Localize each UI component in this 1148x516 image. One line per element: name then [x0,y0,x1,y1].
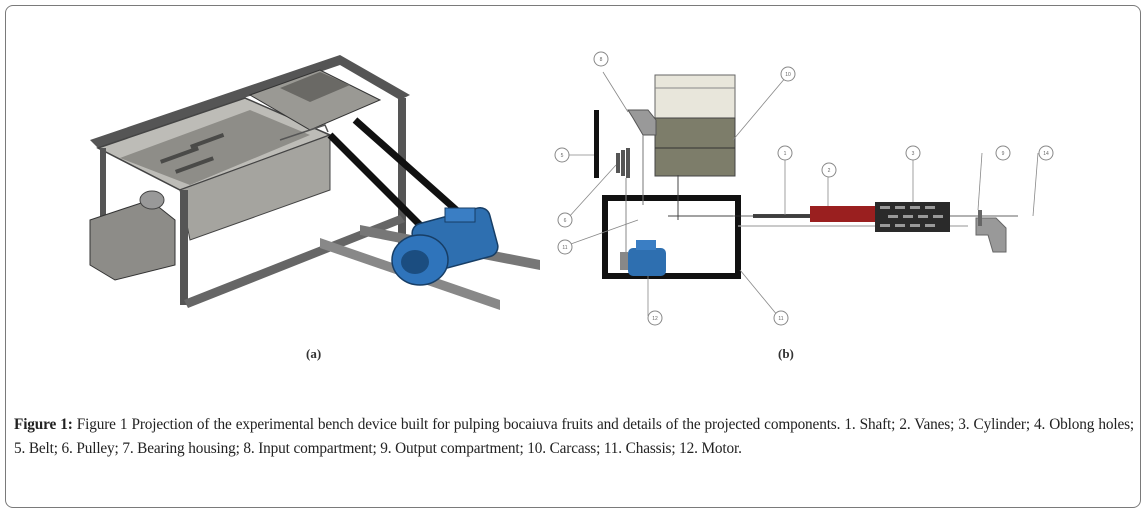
pulley [616,148,630,178]
callout-8: 8 [593,51,609,67]
svg-text:9: 9 [1002,151,1005,157]
svg-text:10: 10 [785,72,791,78]
callout-11b: 11 [773,310,789,326]
frame-top-rail [90,55,410,148]
callout-2: 2 [821,162,837,178]
svg-text:8: 8 [600,57,603,63]
callout-1: 1 [777,145,793,161]
vanes [810,206,875,222]
callout-12: 12 [647,310,663,326]
svg-text:6: 6 [564,218,567,224]
svg-text:3: 3 [912,151,915,157]
callout-3: 3 [905,145,921,161]
callout-circles: 8 10 5 6 11 12 11 1 2 3 9 14 [554,51,1054,326]
caption-text: Figure 1 Projection of the experimental … [14,416,1134,457]
carcass-lower [654,117,736,177]
belt [594,110,599,178]
svg-text:12: 12 [652,316,658,322]
figure-number: Figure 1: [14,416,73,433]
svg-text:2: 2 [828,168,831,174]
oblong-holes [160,133,225,174]
callout-14: 14 [1038,145,1054,161]
chassis [602,195,741,279]
svg-text:11: 11 [778,316,783,322]
cylinder-holes [880,206,943,227]
panel-b-schematic: 8 10 5 6 11 12 11 1 2 3 9 14 [554,51,1054,326]
callout-11a: 11 [557,239,573,255]
panel-a-label: (a) [306,346,322,361]
panel-b-label: (b) [778,346,794,361]
figure-frame [5,5,1141,508]
output-compartment [975,217,1007,253]
bearing-housing [139,190,165,210]
handle [279,124,329,141]
belt-1 [327,132,438,243]
output-flange [978,210,982,226]
callout-6: 6 [557,212,573,228]
motor [391,206,499,286]
callout-5: 5 [554,147,570,163]
svg-text:1: 1 [784,151,787,157]
svg-text:14: 14 [1043,151,1049,157]
callout-leaders [563,71,1039,317]
frame-legs [100,98,406,305]
input-compartment [627,109,657,136]
callout-9: 9 [995,145,1011,161]
figure-caption: Figure 1: Figure 1 Projection of the exp… [14,413,1134,461]
svg-text:11: 11 [562,245,567,251]
panel-a-isometric-render [89,55,540,310]
motor-schematic [620,240,666,276]
bottom-rail [184,215,405,308]
trough-inner [120,110,310,185]
callout-10: 10 [780,66,796,82]
svg-text:5: 5 [561,153,564,159]
hopper-opening [280,72,350,102]
